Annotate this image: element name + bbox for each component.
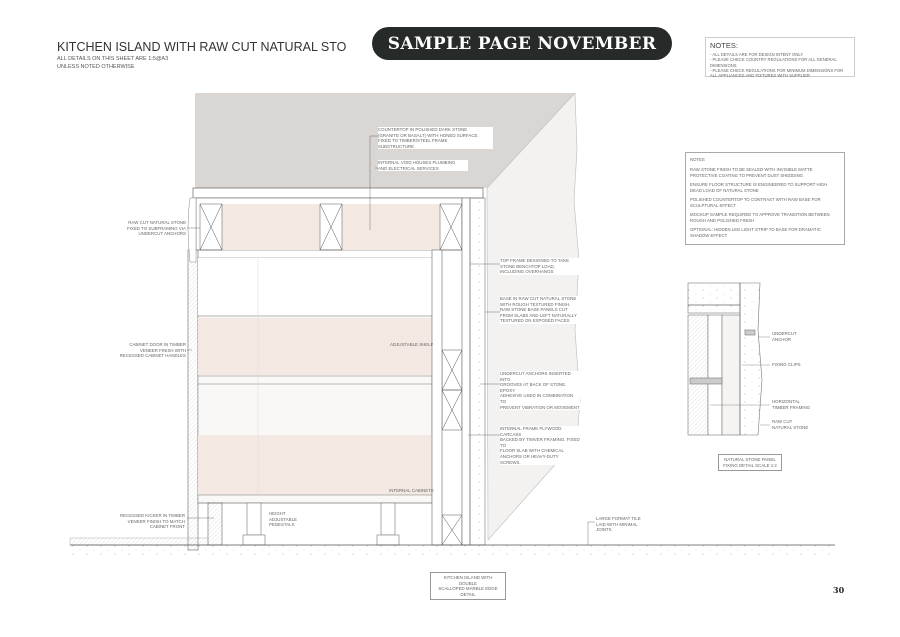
label-cabinet-door: CABINET DOOR IN TIMBER VENEER FINISH WIT…: [119, 342, 186, 359]
pedestal: [246, 502, 262, 536]
floor-slab: [70, 545, 835, 557]
label-countertop: COUNTERTOP IN POLISHED DARK STONE (GRANI…: [378, 127, 493, 150]
main-caption: KITCHEN ISLAND WITH DOUBLE SCALLOPED MAR…: [430, 572, 506, 601]
cabinet-door: [187, 249, 199, 551]
label-internal-frame: INTERNAL FRAME PLYWOOD CARCASS BACKED BY…: [500, 426, 580, 466]
timber-framing: [461, 197, 471, 546]
kicker: [207, 502, 223, 546]
detail-note: RAW STONE FINISH TO BE SEALED WITH INVIS…: [690, 167, 813, 178]
countertop-band: [192, 187, 484, 199]
sheet-scale-note: ALL DETAILS ON THIS SHEET ARE 1:5@A3: [57, 56, 169, 62]
general-note: - PLEASE CHECK COUNTRY REGULATIONS FOR A…: [710, 57, 837, 68]
internal-void: [342, 204, 440, 250]
pedestal-base: [376, 534, 400, 546]
detail-note: POLISHED COUNTERTOP TO CONTRAST WITH RAW…: [690, 197, 821, 208]
fixing-detail-drawing: [687, 282, 770, 436]
label-pedestals: HEIGHT ADJUSTABLE PEDESTALS: [269, 511, 297, 528]
label-raw-cut-stone: RAW CUT NATURAL STONE FIXED TO SUBFRAMIN…: [127, 220, 186, 237]
pedestal: [380, 502, 396, 536]
fixing-detail-caption: NATURAL STONE PANEL FIXING DETAIL SCALE …: [718, 454, 782, 472]
shelf-space: [198, 435, 432, 495]
general-notes: NOTES: - ALL DETAILS ARE FOR DESIGN INTE…: [705, 37, 855, 79]
label-base-stone: BASE IN RAW CUT NATURAL STONE WITH ROUGH…: [500, 296, 580, 324]
label-horizontal-framing: HORIZONTAL TIMBER FRAMING: [772, 399, 811, 410]
general-notes-heading: NOTES:: [710, 41, 738, 50]
label-floor-tile: LARGE FORMAT TILE LAID WITH MINIMAL JOIN…: [596, 516, 641, 533]
internal-void: [222, 204, 320, 250]
label-fixing-clips: FIXING CLIPS: [772, 362, 801, 367]
label-adjustable-shelf: ADJUSTABLE SHELF: [390, 342, 434, 347]
general-note: - PLEASE CHECK REGULATIONS FOR MINIMUM D…: [710, 67, 844, 79]
frame-cross-blocks: [199, 203, 463, 546]
raw-stone-edge: [187, 197, 197, 263]
label-undercut-anchors: UNDERCUT ANCHORS INSERTED INTO GROOVES A…: [500, 371, 580, 411]
label-internal-cabinets: INTERNAL CABINETS: [389, 488, 434, 493]
leader-lines: [187, 135, 595, 545]
carcass-side: [431, 249, 443, 546]
label-undercut-anchor: UNDERCUT ANCHOR: [772, 331, 797, 342]
label-kicker: RECESSED KICKER IN TIMBER VENEER FINISH …: [119, 513, 185, 530]
label-raw-cut-natural-stone: RAW CUT NATURAL STONE: [772, 419, 809, 430]
label-top-frame: TOP FRAME DESIGNED TO TAKE STONE BENCHTO…: [500, 258, 580, 275]
sample-banner: SAMPLE PAGE NOVEMBER: [372, 27, 672, 60]
pedestal-base: [242, 534, 266, 546]
shelf-space: [198, 318, 432, 375]
sheet-scale-note-2: UNLESS NOTED OTHERWISE: [57, 64, 135, 70]
detail-notes: NOTES RAW STONE FINISH TO BE SEALED WITH…: [685, 152, 845, 245]
detail-note: OPTIONAL: HIDDEN LED LIGHT STRIP TO BASE…: [690, 227, 821, 238]
stone-panel: [469, 197, 486, 546]
detail-note: MOCKUP SAMPLE REQUIRED TO APPROVE TRANSI…: [690, 212, 830, 223]
page-number: 30: [833, 585, 845, 595]
sheet-title: KITCHEN ISLAND WITH RAW CUT NATURAL STO: [57, 40, 347, 54]
detail-notes-heading: NOTES: [690, 157, 705, 162]
label-internal-void: INTERNAL VOID HOUSES PLUMBING AND ELECTR…: [378, 160, 468, 172]
detail-note: ENSURE FLOOR STRUCTURE IS ENGINEERED TO …: [690, 182, 828, 193]
general-note: - ALL DETAILS ARE FOR DESIGN INTENT ONLY: [710, 52, 804, 57]
floor-tile: [69, 537, 209, 546]
